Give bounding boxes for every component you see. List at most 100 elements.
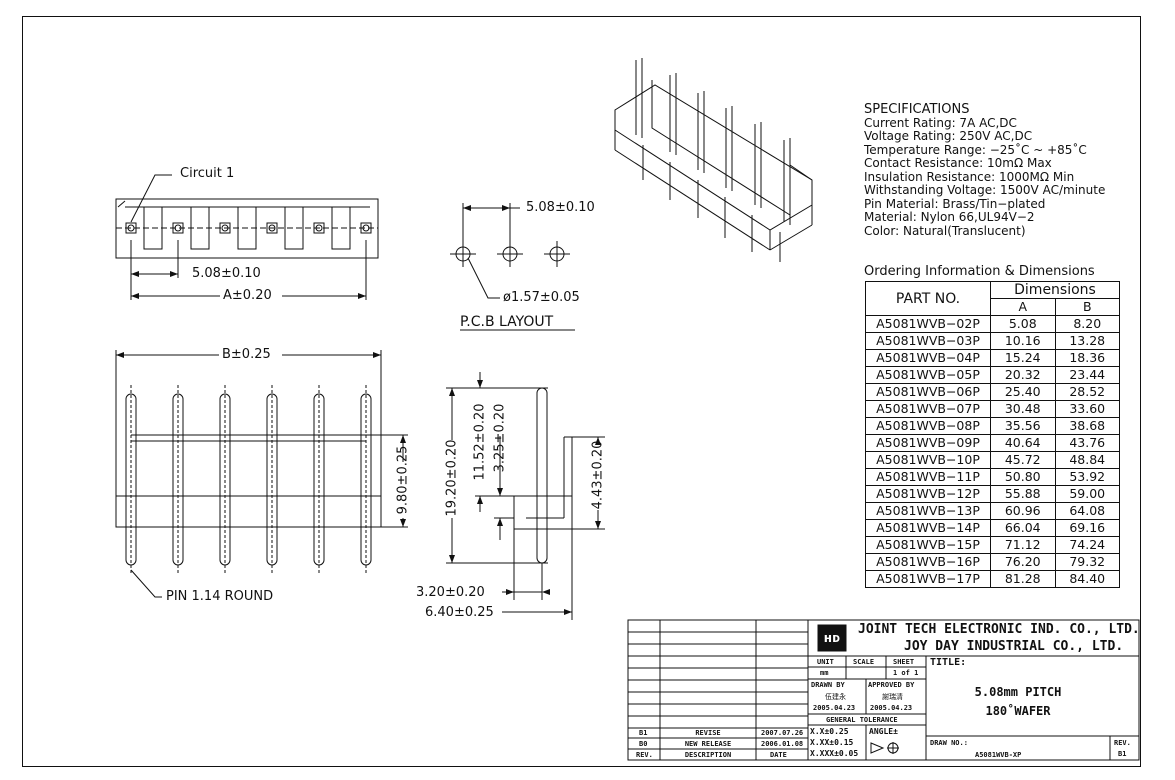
- part-no-cell: A5081WVB−11P: [865, 468, 991, 486]
- dim-a-cell: 66.04: [990, 519, 1056, 537]
- side-view-pin: [536, 387, 548, 564]
- title-line-2: 180˚WAFER: [985, 704, 1051, 718]
- dimensions-header: Dimensions: [990, 281, 1120, 299]
- dim-b-cell: 69.16: [1054, 519, 1120, 537]
- revision-rev: B1: [639, 729, 648, 737]
- draw-no: A5081WVB-XP: [975, 751, 1022, 759]
- dim-a-cell: 45.72: [990, 451, 1056, 469]
- spec-line: Pin Material: Brass/Tin−plated: [864, 196, 1046, 211]
- dim-b-cell: 43.76: [1054, 434, 1120, 452]
- dim-980: 9.80±0.25: [395, 445, 411, 515]
- rev-value: B1: [1118, 750, 1127, 758]
- pcb-holes: [450, 241, 570, 267]
- dim-b-cell: 13.28: [1054, 332, 1120, 350]
- dim-b-cell: 18.36: [1054, 349, 1120, 367]
- part-no-cell: A5081WVB−03P: [865, 332, 991, 350]
- revision-desc: REVISE: [695, 729, 721, 737]
- front-view-housing: [115, 495, 382, 528]
- top-view-pins: [125, 222, 372, 234]
- part-no-cell: A5081WVB−05P: [865, 366, 991, 384]
- revision-date: 2007.07.26: [761, 729, 804, 737]
- part-no-header: PART NO.: [865, 281, 991, 316]
- rev-label: REV.: [1114, 739, 1131, 747]
- dim-a-cell: 20.32: [990, 366, 1056, 384]
- part-no-cell: A5081WVB−15P: [865, 536, 991, 554]
- dim-b-cell: 74.24: [1054, 536, 1120, 554]
- spec-line: Current Rating: 7A AC,DC: [864, 115, 1017, 130]
- dim-b-cell: 59.00: [1054, 485, 1120, 503]
- dim-b-cell: 28.52: [1054, 383, 1120, 401]
- front-view-pins: [125, 393, 372, 566]
- dim-b-cell: 53.92: [1054, 468, 1120, 486]
- pin-round-label: PIN 1.14 ROUND: [166, 589, 274, 604]
- tolerance-3: X.XXX±0.05: [810, 749, 859, 758]
- date-column-header: DATE: [770, 751, 787, 759]
- dim-pcb-pitch: 5.08±0.10: [526, 200, 595, 215]
- part-no-cell: A5081WVB−13P: [865, 502, 991, 520]
- dim-b-cell: 38.68: [1054, 417, 1120, 435]
- company-name-1: JOINT TECH ELECTRONIC IND. CO., LTD.: [858, 622, 1140, 637]
- part-no-cell: A5081WVB−17P: [865, 570, 991, 588]
- part-no-cell: A5081WVB−14P: [865, 519, 991, 537]
- dim-b-cell: 64.08: [1054, 502, 1120, 520]
- dim-1152: 11.52±0.20: [472, 403, 488, 481]
- drawn-by: 伍建永: [825, 693, 846, 701]
- spec-line: Temperature Range: −25˚C ~ +85˚C: [864, 142, 1087, 157]
- dim-hole: ø1.57±0.05: [503, 290, 580, 305]
- part-no-cell: A5081WVB−09P: [865, 434, 991, 452]
- title-line-1: 5.08mm PITCH: [974, 685, 1062, 699]
- iso-view: [614, 58, 813, 262]
- spec-line: Voltage Rating: 250V AC,DC: [864, 129, 1033, 143]
- company-logo: ʜᴅ: [823, 631, 841, 645]
- spec-line: Material: Nylon 66,UL94V−2: [864, 210, 1035, 224]
- col-a-header: A: [990, 298, 1056, 316]
- circuit-label: Circuit 1: [180, 166, 235, 181]
- part-no-cell: A5081WVB−08P: [865, 417, 991, 435]
- title-label: TITLE:: [930, 657, 967, 668]
- dim-a-cell: 76.20: [990, 553, 1056, 571]
- tolerance-2: X.XX±0.15: [810, 738, 854, 747]
- ordering-title: Ordering Information & Dimensions: [864, 264, 1095, 279]
- dim-443: 4.43±0.20: [590, 440, 606, 510]
- part-no-cell: A5081WVB−06P: [865, 383, 991, 401]
- tolerance-1: X.X±0.25: [810, 727, 849, 736]
- spec-line: Insulation Resistance: 1000MΩ Min: [864, 169, 1075, 184]
- part-no-cell: A5081WVB−12P: [865, 485, 991, 503]
- rev-column-header: REV.: [636, 751, 653, 759]
- dim-a-cell: 30.48: [990, 400, 1056, 418]
- specifications: SPECIFICATIONS Current Rating: 7A AC,DC …: [864, 103, 1134, 238]
- description-column-header: DESCRIPTION: [684, 751, 732, 759]
- dim-325: 3.25±0.20: [492, 403, 508, 473]
- dim-a-cell: 71.12: [990, 536, 1056, 554]
- dim-a-cell: 10.16: [990, 332, 1056, 350]
- dim-b-cell: 79.32: [1054, 553, 1120, 571]
- angle-label: ANGLE±: [869, 727, 898, 736]
- specifications-title: SPECIFICATIONS: [864, 102, 970, 117]
- dim-a: A±0.20: [223, 288, 272, 303]
- draw-no-label: DRAW NO.:: [930, 739, 968, 747]
- company-name-2: JOY DAY INDUSTRIAL CO., LTD.: [904, 639, 1124, 654]
- dim-a-cell: 60.96: [990, 502, 1056, 520]
- pcb-layout-label: P.C.B LAYOUT: [460, 314, 554, 330]
- dim-pitch-top: 5.08±0.10: [192, 266, 261, 281]
- dim-a-cell: 55.88: [990, 485, 1056, 503]
- unit-value: mm: [820, 669, 829, 677]
- drawn-by-label: DRAWN BY: [811, 681, 845, 689]
- dim-a-cell: 50.80: [990, 468, 1056, 486]
- dim-a-cell: 40.64: [990, 434, 1056, 452]
